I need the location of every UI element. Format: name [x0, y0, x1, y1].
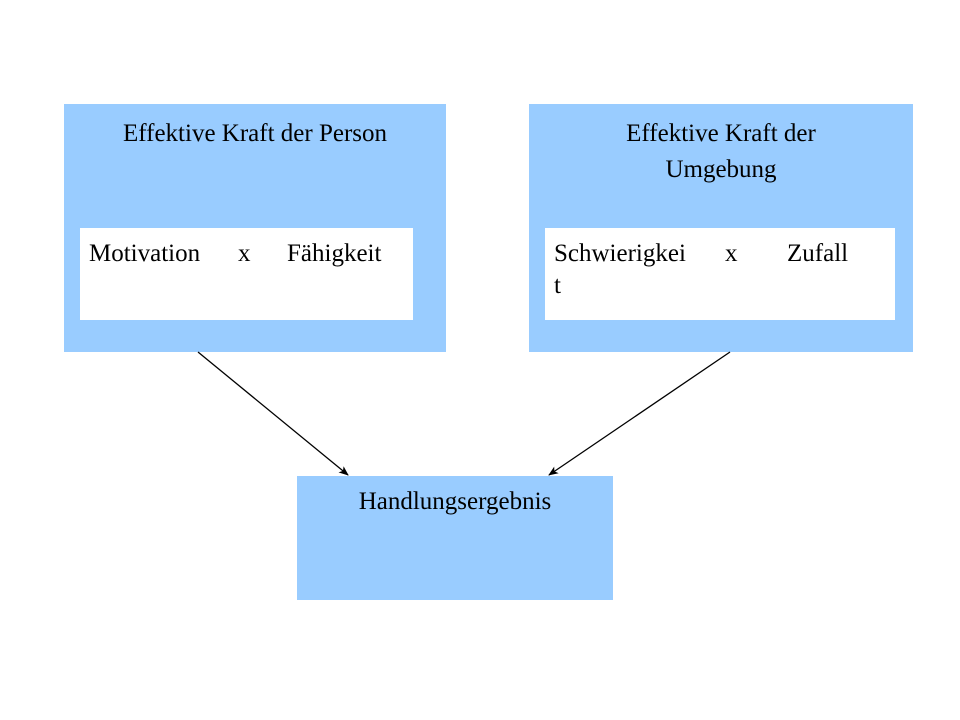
environment-operator: x	[725, 240, 738, 267]
arrow-environment-to-result	[548, 351, 731, 476]
person-factor-motivation: Motivation	[89, 240, 201, 267]
person-operator: x	[238, 240, 251, 267]
person-formula: Motivation x Fähigkeit	[80, 228, 413, 320]
arrow-person-to-result	[197, 351, 349, 476]
result-box: Handlungsergebnis	[297, 476, 613, 600]
environment-title: Effektive Kraft der Umgebung	[626, 120, 816, 183]
person-factor-faehigkeit: Fähigkeit	[287, 240, 382, 267]
person-title: Effektive Kraft der Person	[122, 120, 388, 147]
environment-factor-schwierigkeit: Schwierigkeit	[554, 240, 686, 299]
environment-factor-zufall: Zufall	[787, 240, 849, 267]
result-title: Handlungsergebnis	[358, 488, 552, 515]
environment-formula: Schwierigkeit x Zufall	[545, 228, 895, 320]
person-box: Effektive Kraft der Person Motivation x …	[64, 104, 446, 352]
environment-box: Effektive Kraft der Umgebung Schwierigke…	[529, 104, 913, 352]
